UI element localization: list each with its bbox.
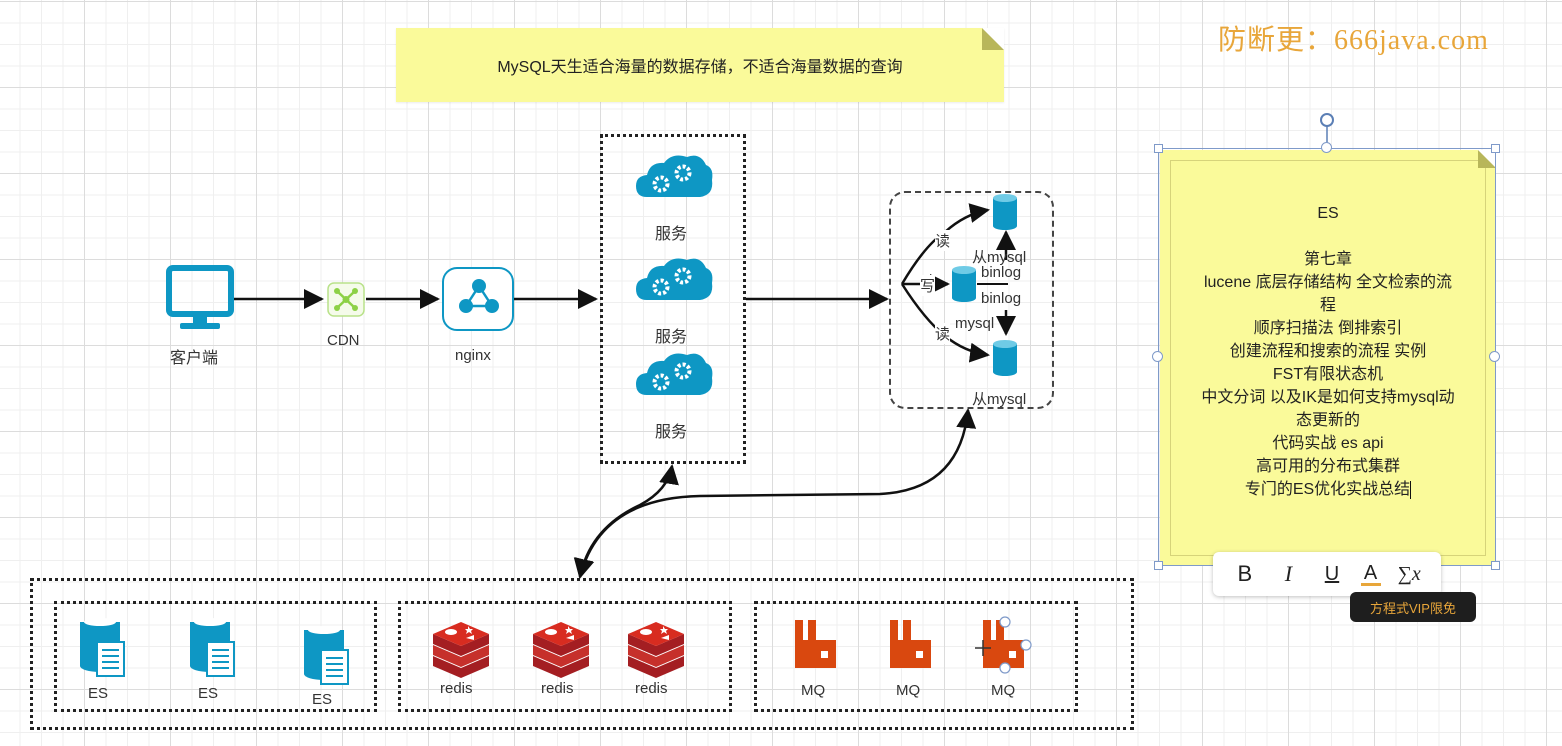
rabbitmq-icon [890, 620, 931, 668]
rabbitmq-icon [795, 620, 836, 668]
es-note-line: 态更新的 [1295, 412, 1360, 429]
resize-handle-se[interactable] [1491, 561, 1500, 570]
es-group[interactable] [54, 601, 377, 712]
resize-handle-nw[interactable] [1154, 144, 1163, 153]
font-color-glyph: A [1363, 561, 1378, 584]
redis-icon [628, 622, 684, 678]
slave-top-label: 从mysql [972, 249, 1027, 266]
es-note-line: lucene 底层存储结构 全文检索的流 [1203, 274, 1453, 291]
note-fold-corner [1478, 150, 1496, 168]
top-note-text: MySQL天生适合海量的数据存储，不适合海量数据的查询 [497, 59, 903, 76]
cloud-gear-icon [636, 353, 713, 395]
master-label: mysql [955, 315, 995, 332]
service-label: 服务 [655, 329, 688, 346]
mq-label: MQ [801, 682, 826, 699]
note-fold-corner [982, 28, 1004, 50]
mq-group[interactable] [754, 601, 1078, 712]
es-label: ES [312, 691, 333, 708]
redis-label: redis [440, 680, 473, 697]
redis-icon [433, 622, 489, 678]
arrow-storage-mysql [574, 408, 977, 579]
redis-icon [533, 622, 589, 678]
binlog-top-label: binlog [981, 264, 1022, 281]
font-color-button[interactable]: A [1360, 561, 1381, 586]
es-label: ES [88, 685, 109, 702]
resize-handle-ne[interactable] [1491, 144, 1500, 153]
rotation-handle [1320, 113, 1334, 127]
cloud-gear-icon [636, 155, 713, 197]
bold-button[interactable]: B [1237, 561, 1253, 586]
cloud-gear-icon [636, 258, 713, 300]
es-note-line: 中文分词 以及IK是如何支持mysql动 [1201, 389, 1455, 406]
rabbitmq-icon [983, 620, 1024, 668]
monitor-icon [166, 265, 234, 329]
redis-group[interactable] [398, 601, 732, 712]
write-label: 写 [920, 275, 936, 296]
database-icon-master [952, 266, 976, 302]
binlog-bottom-label: binlog [981, 290, 1022, 307]
formula-button[interactable]: ∑x [1397, 562, 1421, 585]
service-label: 服务 [655, 226, 688, 243]
arrow-storage-services [573, 464, 679, 579]
cdn-icon [327, 282, 365, 317]
es-note-line: 第七章 [1303, 251, 1352, 268]
nginx-icon [442, 267, 514, 331]
format-toolbar: B I U A ∑x [1213, 552, 1441, 596]
connect-handle-right[interactable] [1489, 351, 1500, 362]
top-note[interactable]: MySQL天生适合海量的数据存储，不适合海量数据的查询 [396, 28, 1004, 102]
database-icon-slave-bottom [993, 340, 1017, 376]
redis-label: redis [635, 680, 668, 697]
selection-frame [1158, 148, 1496, 566]
mq-label: MQ [896, 682, 921, 699]
resize-handle-sw[interactable] [1154, 561, 1163, 570]
text-caret [1410, 480, 1412, 499]
es-note-text[interactable]: ES 第七章 lucene 底层存储结构 全文检索的流 程 顺序扫描法 倒排索引… [1174, 202, 1482, 501]
slave-bottom-label: 从mysql [972, 391, 1027, 408]
service-label: 服务 [655, 424, 688, 441]
es-note-line: 代码实战 es api [1272, 435, 1384, 452]
watermark: 防断更：666java.com [1218, 25, 1489, 56]
read-bottom-label: 读 [935, 323, 951, 344]
nginx-label: nginx [455, 347, 491, 364]
es-note-line: 专门的ES优化实战总结 [1244, 481, 1411, 498]
client-label: 客户端 [170, 350, 219, 367]
es-note-line: 顺序扫描法 倒排索引 [1253, 320, 1403, 337]
read-top-label: 读 [935, 230, 951, 251]
es-note-line: 程 [1319, 297, 1336, 314]
connect-handle-left[interactable] [1152, 351, 1163, 362]
formula-tooltip: 方程式VIP限免 [1350, 592, 1476, 622]
mysql-cluster-group[interactable] [889, 191, 1054, 409]
es-note-title: ES [1317, 205, 1339, 222]
move-cursor-icon [975, 640, 991, 656]
es-note-line: FST有限状态机 [1272, 366, 1384, 383]
underline-button[interactable]: U [1324, 562, 1340, 585]
es-database-icon [80, 618, 125, 677]
es-label: ES [198, 685, 219, 702]
es-note[interactable]: ES 第七章 lucene 底层存储结构 全文检索的流 程 顺序扫描法 倒排索引… [1160, 150, 1496, 566]
storage-group[interactable] [30, 578, 1134, 730]
redis-label: redis [541, 680, 574, 697]
es-database-icon [190, 618, 235, 677]
es-database-icon [304, 626, 349, 685]
connect-handle-top[interactable] [1321, 142, 1332, 153]
es-note-line: 高可用的分布式集群 [1255, 458, 1400, 475]
italic-button[interactable]: I [1284, 561, 1293, 586]
mq-selection-handles [999, 616, 1032, 674]
cdn-label: CDN [327, 332, 360, 349]
mq-label: MQ [991, 682, 1016, 699]
database-icon-slave-top [993, 194, 1017, 230]
es-note-line: 创建流程和搜索的流程 实例 [1229, 343, 1427, 360]
